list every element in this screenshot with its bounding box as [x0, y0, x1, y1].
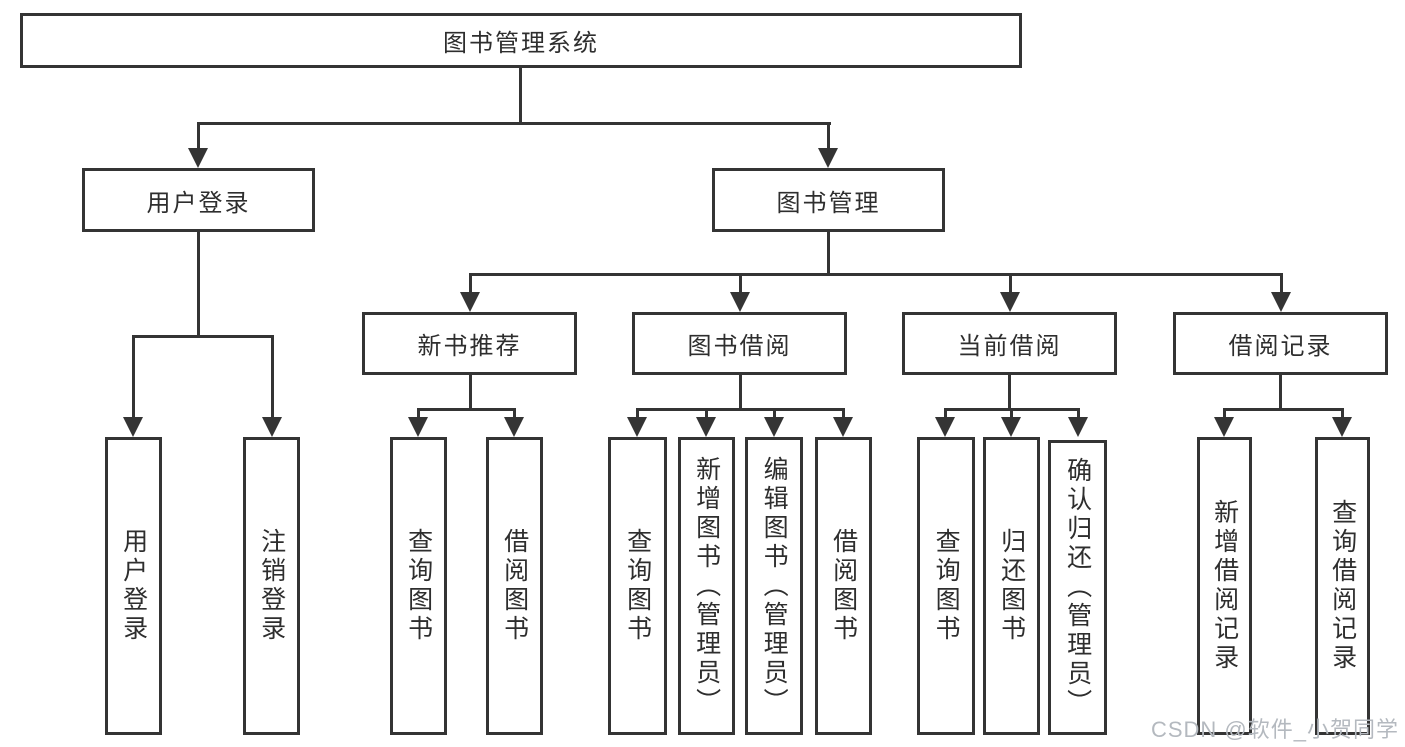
- connector-new-book-stem: [469, 375, 472, 408]
- leaf-query-books-1: 查询图书: [390, 437, 447, 735]
- node-new-book-recommend: 新书推荐: [362, 312, 577, 375]
- node-root: 图书管理系统: [20, 13, 1022, 68]
- connector-borrow-records-stem: [1279, 375, 1282, 408]
- arrow-to-leaf-query-books-1: [408, 408, 428, 437]
- arrow-to-leaf-logout: [262, 335, 282, 437]
- leaf-confirm-return-admin-label: 确认归还（管理员）: [1063, 457, 1092, 718]
- connector-current-borrow-stem: [1008, 375, 1011, 408]
- leaf-query-books-3-label: 查询图书: [932, 528, 961, 644]
- leaf-query-borrow-record: 查询借阅记录: [1315, 437, 1370, 735]
- arrow-to-leaf-query-books-3: [935, 408, 955, 437]
- connector-book-borrow-stem: [739, 375, 742, 408]
- arrow-to-new-book-recommend: [460, 273, 480, 312]
- arrow-to-book-borrow: [730, 273, 750, 312]
- arrow-to-leaf-edit-book: [764, 408, 784, 437]
- leaf-add-book-admin-label: 新增图书（管理员）: [692, 455, 721, 717]
- leaf-query-books-1-label: 查询图书: [404, 528, 433, 644]
- leaf-return-book: 归还图书: [983, 437, 1040, 735]
- connector-root-stem: [519, 68, 522, 122]
- connector-book-borrow-rail: [636, 408, 844, 411]
- arrow-to-book-management: [818, 122, 838, 168]
- leaf-query-borrow-record-label: 查询借阅记录: [1328, 499, 1357, 673]
- leaf-borrow-books-2: 借阅图书: [815, 437, 872, 735]
- leaf-logout-label: 注销登录: [257, 528, 286, 644]
- leaf-query-books-2: 查询图书: [608, 437, 667, 735]
- connector-root-rail: [197, 122, 831, 125]
- connector-user-login-stem: [197, 232, 200, 335]
- node-new-book-recommend-label: 新书推荐: [417, 333, 522, 360]
- arrow-to-leaf-query-books-2: [627, 408, 647, 437]
- node-book-borrow-label: 图书借阅: [687, 333, 792, 360]
- connector-book-management-rail: [469, 273, 1282, 276]
- leaf-edit-book-admin: 编辑图书（管理员）: [745, 437, 803, 735]
- node-borrow-records: 借阅记录: [1173, 312, 1388, 375]
- arrow-to-borrow-records: [1271, 273, 1291, 312]
- node-book-management: 图书管理: [712, 168, 945, 232]
- node-book-borrow: 图书借阅: [632, 312, 847, 375]
- node-current-borrow-label: 当前借阅: [957, 333, 1062, 360]
- leaf-return-book-label: 归还图书: [997, 528, 1026, 644]
- leaf-user-login: 用户登录: [105, 437, 162, 735]
- leaf-edit-book-admin-label: 编辑图书（管理员）: [760, 455, 789, 717]
- csdn-watermark: CSDN @软件_小贺同学: [1150, 717, 1399, 742]
- leaf-borrow-books-1: 借阅图书: [486, 437, 543, 735]
- leaf-user-login-label: 用户登录: [119, 528, 148, 644]
- leaf-borrow-books-1-label: 借阅图书: [500, 528, 529, 644]
- node-book-management-label: 图书管理: [776, 189, 881, 217]
- arrow-to-leaf-return-book: [1001, 408, 1021, 437]
- arrow-to-leaf-borrow-books-2: [833, 408, 853, 437]
- arrow-to-leaf-query-borrow-record: [1332, 408, 1352, 437]
- leaf-add-book-admin: 新增图书（管理员）: [678, 437, 735, 735]
- connector-book-management-stem: [827, 232, 830, 273]
- leaf-confirm-return-admin: 确认归还（管理员）: [1048, 440, 1107, 735]
- arrow-to-leaf-borrow-books-1: [504, 408, 524, 437]
- leaf-add-borrow-record-label: 新增借阅记录: [1210, 499, 1239, 673]
- leaf-add-borrow-record: 新增借阅记录: [1197, 437, 1252, 735]
- node-current-borrow: 当前借阅: [902, 312, 1117, 375]
- connector-borrow-records-rail: [1223, 408, 1344, 411]
- connector-new-book-rail: [417, 408, 516, 411]
- node-root-label: 图书管理系统: [443, 30, 599, 57]
- leaf-borrow-books-2-label: 借阅图书: [829, 528, 858, 644]
- leaf-query-books-3: 查询图书: [917, 437, 975, 735]
- node-borrow-records-label: 借阅记录: [1228, 333, 1333, 360]
- connector-user-login-rail: [132, 335, 273, 338]
- arrow-to-leaf-add-book: [696, 408, 716, 437]
- leaf-logout: 注销登录: [243, 437, 300, 735]
- leaf-query-books-2-label: 查询图书: [623, 528, 652, 644]
- arrow-to-leaf-user-login: [123, 335, 143, 437]
- arrow-to-current-borrow: [1000, 273, 1020, 312]
- arrow-to-leaf-add-borrow-record: [1214, 408, 1234, 437]
- node-user-login-branch-label: 用户登录: [146, 189, 251, 217]
- node-user-login-branch: 用户登录: [82, 168, 315, 232]
- arrow-to-leaf-confirm-return: [1068, 408, 1088, 437]
- arrow-to-user-login: [188, 122, 208, 168]
